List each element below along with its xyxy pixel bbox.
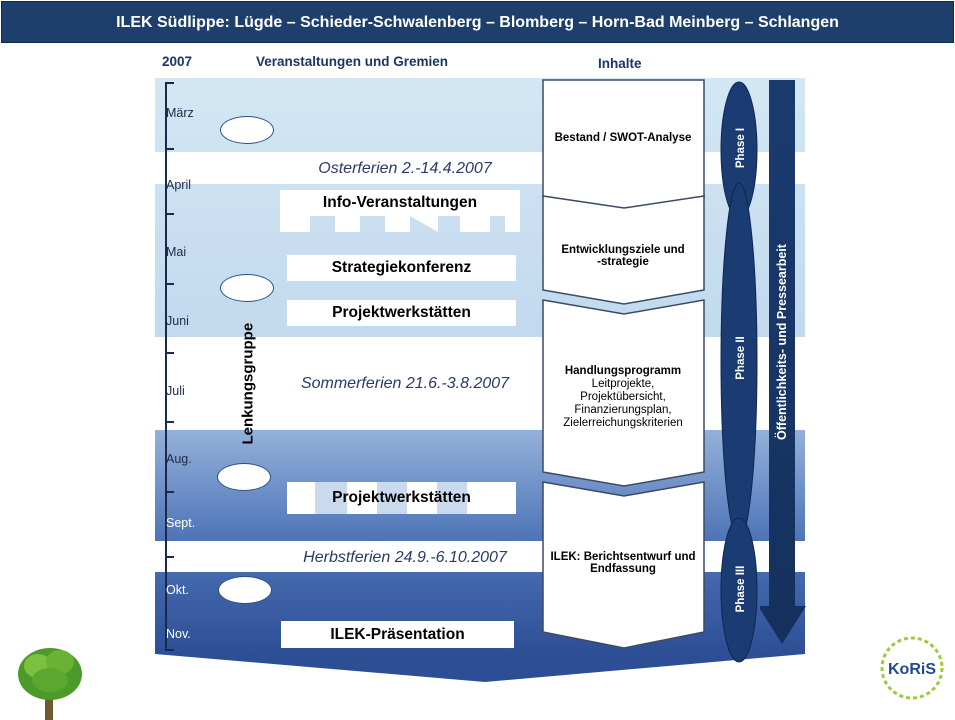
block-handlungsprogramm: Handlungsprogramm Leitprojekte, Projektü… bbox=[563, 365, 683, 429]
timeline-tick bbox=[165, 148, 174, 150]
werkstatt-box-2: Projektwerkstätten bbox=[287, 482, 516, 514]
meeting-ellipse bbox=[217, 463, 271, 491]
title-bar: ILEK Südlippe: Lügde – Schieder-Schwalen… bbox=[1, 1, 954, 43]
month-mai: Mai bbox=[166, 245, 187, 259]
year-header: 2007 bbox=[162, 54, 193, 69]
month-april: April bbox=[166, 178, 192, 192]
month-aug: Aug. bbox=[166, 452, 192, 466]
summer-holiday: Sommerferien 21.6.-3.8.2007 bbox=[300, 375, 510, 392]
info-events-label: Info-Veranstaltungen bbox=[322, 194, 478, 211]
month-maerz: März bbox=[166, 106, 194, 120]
page-title: ILEK Südlippe: Lügde – Schieder-Schwalen… bbox=[116, 14, 839, 31]
timeline-tick bbox=[165, 352, 174, 354]
pr-arrow-label: Öffentlichkeits- und Pressearbeit bbox=[775, 244, 789, 440]
werkstatt-box-1: Projektwerkstätten bbox=[287, 300, 516, 326]
month-sept: Sept. bbox=[166, 516, 196, 530]
content-chevrons bbox=[542, 79, 705, 649]
timeline-tick bbox=[165, 491, 174, 493]
timeline-tick bbox=[165, 283, 174, 285]
block-strategie: Entwicklungsziele und-strategie bbox=[561, 244, 685, 268]
month-juli: Juli bbox=[166, 384, 185, 398]
timeline-tick bbox=[165, 82, 174, 84]
praesentation-box: ILEK-Präsentation bbox=[281, 621, 514, 648]
timeline-tick bbox=[165, 649, 174, 651]
month-nov: Nov. bbox=[166, 627, 191, 641]
timeline-axis bbox=[165, 82, 167, 651]
timeline-tick bbox=[165, 213, 174, 215]
pr-arrow bbox=[760, 80, 806, 644]
strategie-box: Strategiekonferenz bbox=[287, 255, 516, 281]
phase-3-label: Phase III bbox=[735, 565, 747, 613]
info-events-shape bbox=[280, 190, 520, 232]
easter-holiday: Osterferien 2.-14.4.2007 bbox=[318, 160, 492, 177]
contents-header: Inhalte bbox=[598, 56, 642, 71]
meeting-ellipse bbox=[220, 274, 274, 302]
koris-logo-text: KoRiS bbox=[888, 661, 936, 678]
koris-logo: KoRiS bbox=[880, 636, 944, 700]
tree-logo bbox=[18, 648, 82, 720]
meeting-ellipse bbox=[220, 116, 274, 144]
autumn-holiday: Herbstferien 24.9.-6.10.2007 bbox=[303, 549, 507, 566]
month-juni: Juni bbox=[166, 314, 189, 328]
timeline-tick bbox=[165, 421, 174, 423]
events-header: Veranstaltungen und Gremien bbox=[256, 54, 449, 69]
lenkungsgruppe-label: Lenkungsgruppe bbox=[239, 322, 257, 445]
phase-1-label: Phase I bbox=[735, 127, 747, 169]
block-swot: Bestand / SWOT-Analyse bbox=[554, 132, 692, 144]
meeting-ellipse bbox=[218, 576, 272, 604]
month-okt: Okt. bbox=[166, 583, 189, 597]
phase-ellipses bbox=[720, 81, 758, 663]
phase-2-label: Phase II bbox=[735, 336, 747, 380]
timeline-tick bbox=[165, 556, 174, 558]
